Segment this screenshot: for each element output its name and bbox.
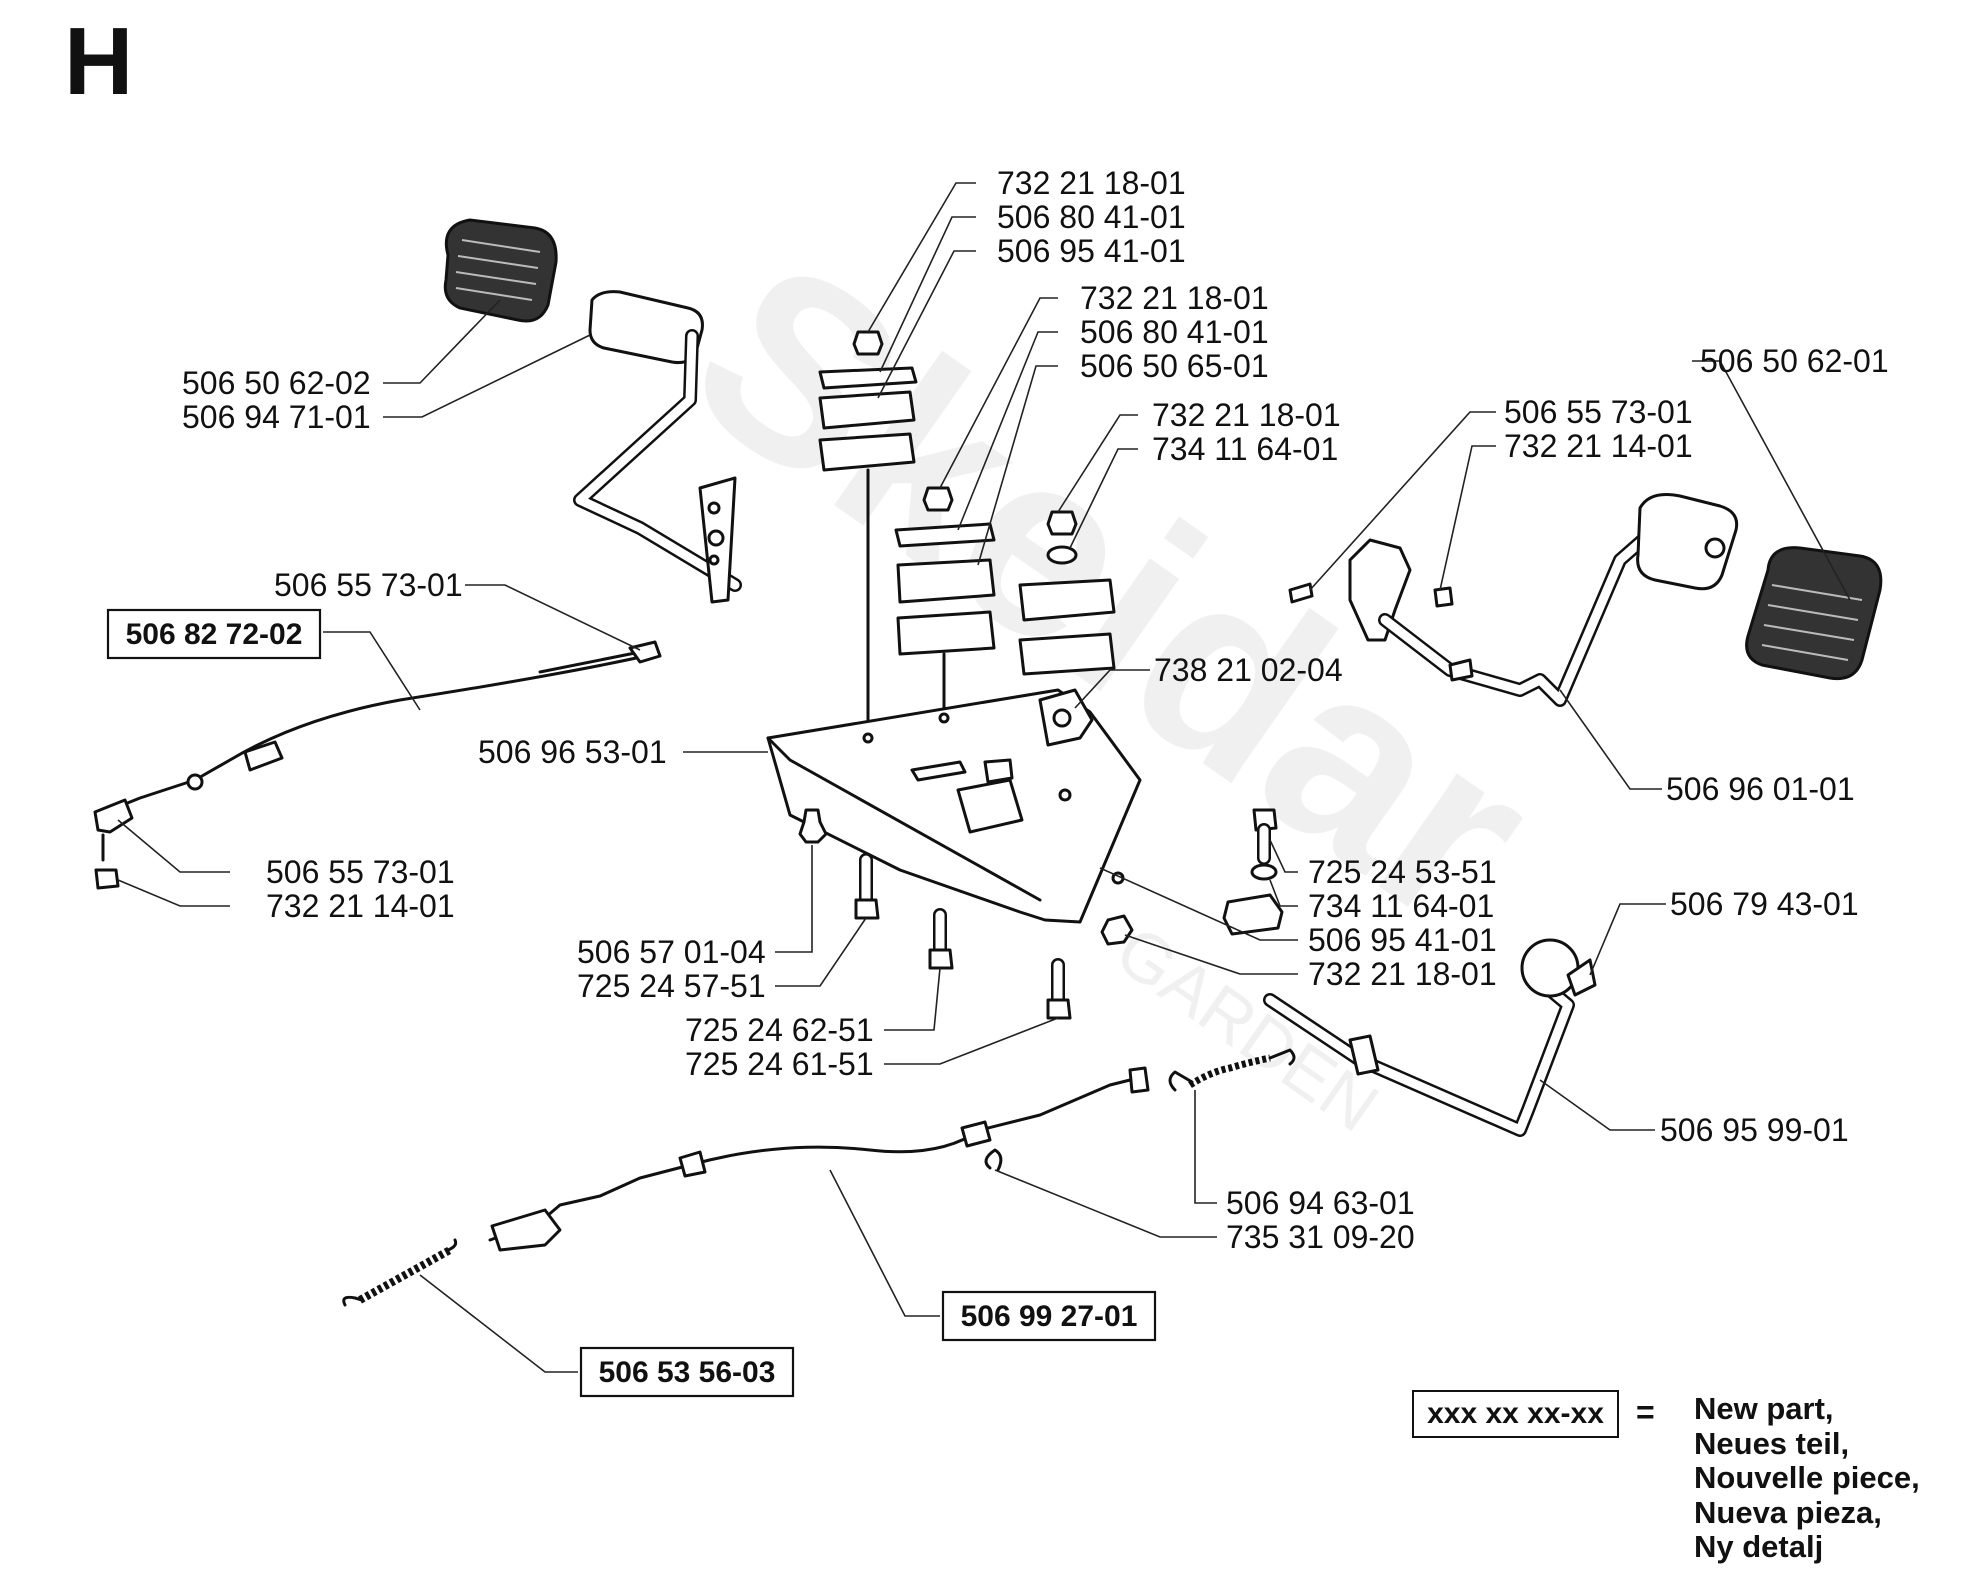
bottom-cable [342,1048,1296,1307]
right-bolt-bracket [1100,808,1284,946]
label-506-95-41-01-b: 506 95 41-01 [1308,922,1497,958]
label-506-53-56-03: 506 53 56-03 [599,1356,776,1389]
label-box-506-82-72-02 [106,608,322,660]
nut-stack-2 [894,486,996,722]
label-box-506-99-27-01 [941,1290,1157,1342]
label-725-24-62-51: 725 24 62-51 [685,1012,874,1048]
label-506-99-27-01: 506 99 27-01 [961,1300,1138,1333]
legend-equals: = [1636,1394,1655,1430]
label-725-24-57-51: 725 24 57-51 [577,968,766,1004]
label-506-96-53-01: 506 96 53-01 [478,734,667,770]
label-734-11-64-01-b: 734 11 64-01 [1308,888,1494,924]
label-506-50-65-01: 506 50 65-01 [1080,348,1269,384]
label-506-55-73-01-b: 506 55 73-01 [1504,394,1693,430]
label-732-21-18-01-b: 732 21 18-01 [1080,280,1269,316]
nut-stack-1 [818,330,918,742]
label-732-21-18-01-a: 732 21 18-01 [997,165,1186,201]
label-506-50-62-02: 506 50 62-02 [182,365,371,401]
label-506-50-62-01: 506 50 62-01 [1700,343,1889,379]
section-letter: H [64,8,134,115]
shift-rod [1263,938,1597,1137]
label-734-11-64-01-a: 734 11 64-01 [1152,431,1338,467]
left-cable [93,640,662,890]
label-506-55-73-01-a: 506 55 73-01 [274,567,463,603]
left-pedal-arm [573,290,742,604]
nut-stack-3 [1018,510,1116,676]
legend-line-en: New part, [1694,1391,1834,1426]
leader-lines [117,182,1851,1373]
label-732-21-14-01-a: 732 21 14-01 [1504,428,1693,464]
label-725-24-61-51: 725 24 61-51 [685,1046,874,1082]
legend-line-es: Nueva pieza, [1694,1494,1882,1530]
part-labels: 732 21 18-01 506 80 41-01 506 95 41-01 7… [106,165,1889,1398]
base-plate [766,688,1142,924]
label-506-55-73-01-c: 506 55 73-01 [266,854,455,890]
right-pedal-arm [1636,493,1739,591]
label-506-79-43-01: 506 79 43-01 [1670,886,1859,922]
label-506-96-01-01: 506 96 01-01 [1666,771,1855,807]
label-506-94-63-01: 506 94 63-01 [1226,1185,1415,1221]
left-pedal-pad [443,218,558,323]
label-506-80-41-01-b: 506 80 41-01 [1080,314,1269,350]
label-735-31-09-20: 735 31 09-20 [1226,1219,1415,1255]
label-506-95-41-01-a: 506 95 41-01 [997,233,1186,269]
label-506-82-72-02: 506 82 72-02 [126,618,303,651]
label-506-57-01-04: 506 57 01-04 [577,934,766,970]
legend-text: New part, Neues teil, Nouvelle piece, Nu… [1694,1391,1920,1565]
bolts [798,808,1072,1020]
label-725-24-53-51: 725 24 53-51 [1308,854,1497,890]
legend-line-de: Neues teil, [1694,1425,1850,1461]
right-pedal-pad [1745,546,1883,681]
label-506-80-41-01-a: 506 80 41-01 [997,199,1186,235]
label-732-21-14-01-b: 732 21 14-01 [266,888,455,924]
label-506-95-99-01: 506 95 99-01 [1660,1112,1849,1148]
right-pedal-mount [1288,518,1667,707]
legend-sample-box: xxx xx xx-xx [1412,1390,1619,1438]
legend-line-sv: Ny detalj [1694,1529,1824,1564]
legend-line-fr: Nouvelle piece, [1694,1460,1920,1495]
label-506-94-71-01: 506 94 71-01 [182,399,371,435]
label-732-21-18-01-d: 732 21 18-01 [1308,956,1497,992]
label-738-21-02-04: 738 21 02-04 [1154,652,1343,688]
label-box-506-53-56-03 [579,1346,795,1398]
label-732-21-18-01-c: 732 21 18-01 [1152,397,1341,433]
